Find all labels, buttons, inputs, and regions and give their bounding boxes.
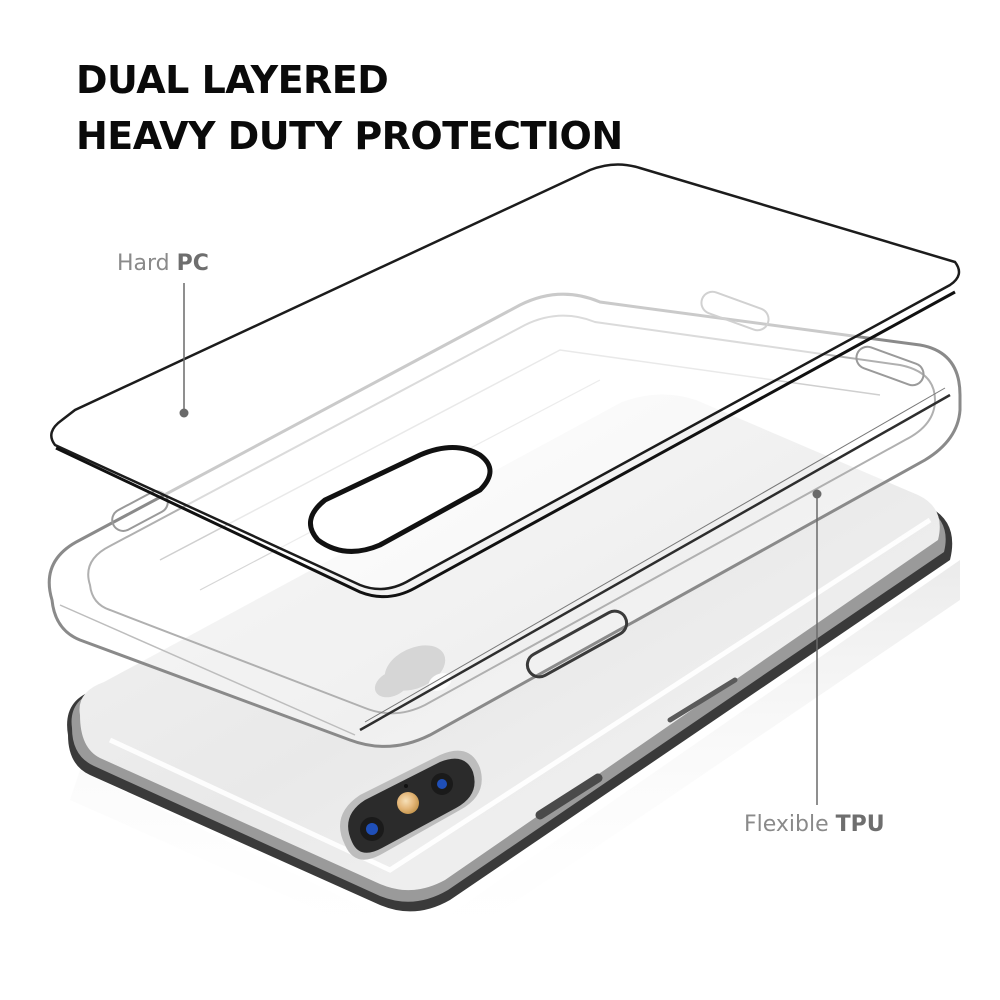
hard-pc-label: Hard [117, 251, 170, 276]
headline: DUAL LAYERED HEAVY DUTY PROTECTION [76, 52, 623, 164]
camera-module [340, 750, 482, 860]
hard-pc-plate [50, 163, 961, 599]
headline-line-1: DUAL LAYERED [76, 58, 389, 102]
hard-pc-callout: Hard PC [117, 251, 209, 276]
phone-body [67, 394, 960, 960]
button-cutout [855, 345, 925, 387]
headline-line-2: HEAVY DUTY PROTECTION [76, 114, 623, 158]
apple-logo-icon [374, 645, 452, 698]
hard-pc-dot-icon [179, 408, 189, 418]
side-button-icon [535, 773, 603, 820]
hard-pc-emphasis: PC [176, 251, 209, 276]
tpu-dot-icon [812, 489, 822, 499]
callout-leaders [179, 283, 822, 805]
button-cutout [525, 609, 629, 679]
camera-cutout [308, 445, 493, 554]
side-button-icon [667, 677, 738, 723]
flexible-tpu-emphasis: TPU [835, 812, 885, 837]
flexible-tpu-label: Flexible [744, 812, 829, 837]
flash-icon [397, 792, 419, 814]
flexible-tpu-callout: Flexible TPU [744, 812, 885, 837]
